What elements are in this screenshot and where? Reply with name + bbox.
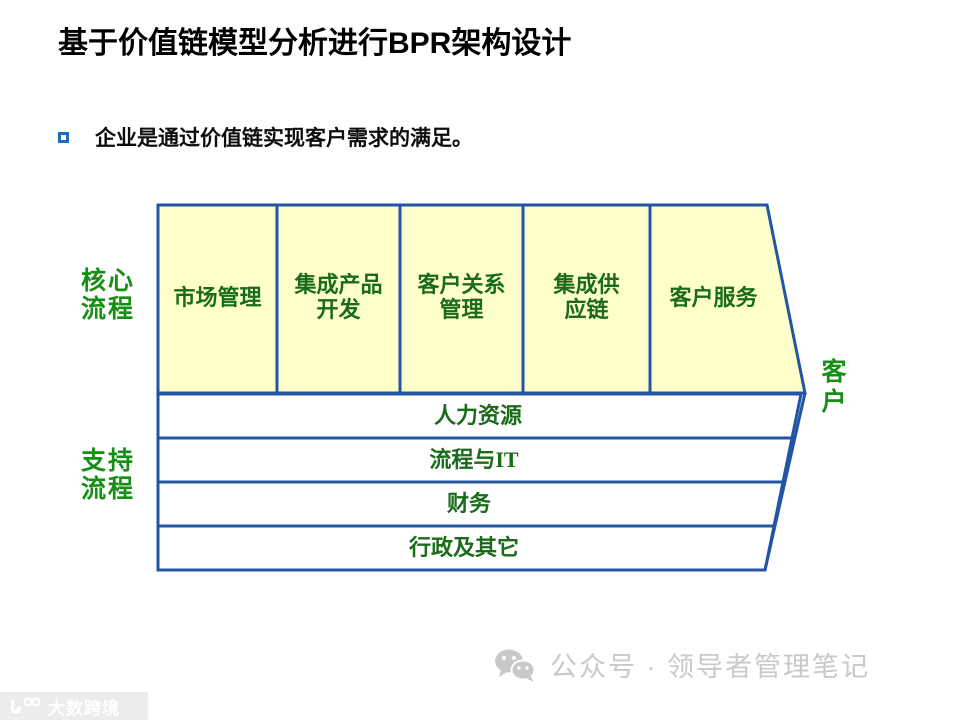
core-process-4-label[interactable]: 集成供 应链 [553, 272, 620, 322]
support-process-4-label[interactable]: 行政及其它 [408, 535, 519, 560]
support-process-1-label[interactable]: 人力资源 [433, 403, 522, 428]
support-process-3-label[interactable]: 财务 [446, 491, 491, 516]
bullet-row: 企业是通过价值链实现客户需求的满足。 [58, 122, 473, 152]
wechat-watermark-text: 公众号 · 领导者管理笔记 [550, 652, 870, 682]
square-bullet-icon [58, 131, 69, 143]
wechat-watermark: 公众号 · 领导者管理笔记 [494, 645, 870, 684]
bullet-text: 企业是通过价值链实现客户需求的满足。 [95, 127, 473, 150]
support-row-label: 支持 流程 [80, 448, 135, 503]
core-process-3-label[interactable]: 客户关系 管理 [417, 272, 506, 322]
site-logo-text: 大数跨境 [48, 698, 120, 718]
core-process-2-label[interactable]: 集成产品 开发 [294, 272, 383, 322]
wechat-icon [495, 649, 536, 682]
site-logo: 大数跨境 [0, 692, 148, 720]
core-process-1-label[interactable]: 市场管理 [173, 285, 262, 310]
page-title: 基于价值链模型分析进行BPR架构设计 [58, 27, 572, 60]
core-process-5-label[interactable]: 客户服务 [669, 285, 758, 310]
core-row-label: 核心 流程 [80, 268, 135, 323]
support-process-2-label[interactable]: 流程与IT [429, 447, 519, 472]
customer-label: 客 户 [821, 359, 847, 416]
daxua-logo-icon [11, 697, 41, 714]
